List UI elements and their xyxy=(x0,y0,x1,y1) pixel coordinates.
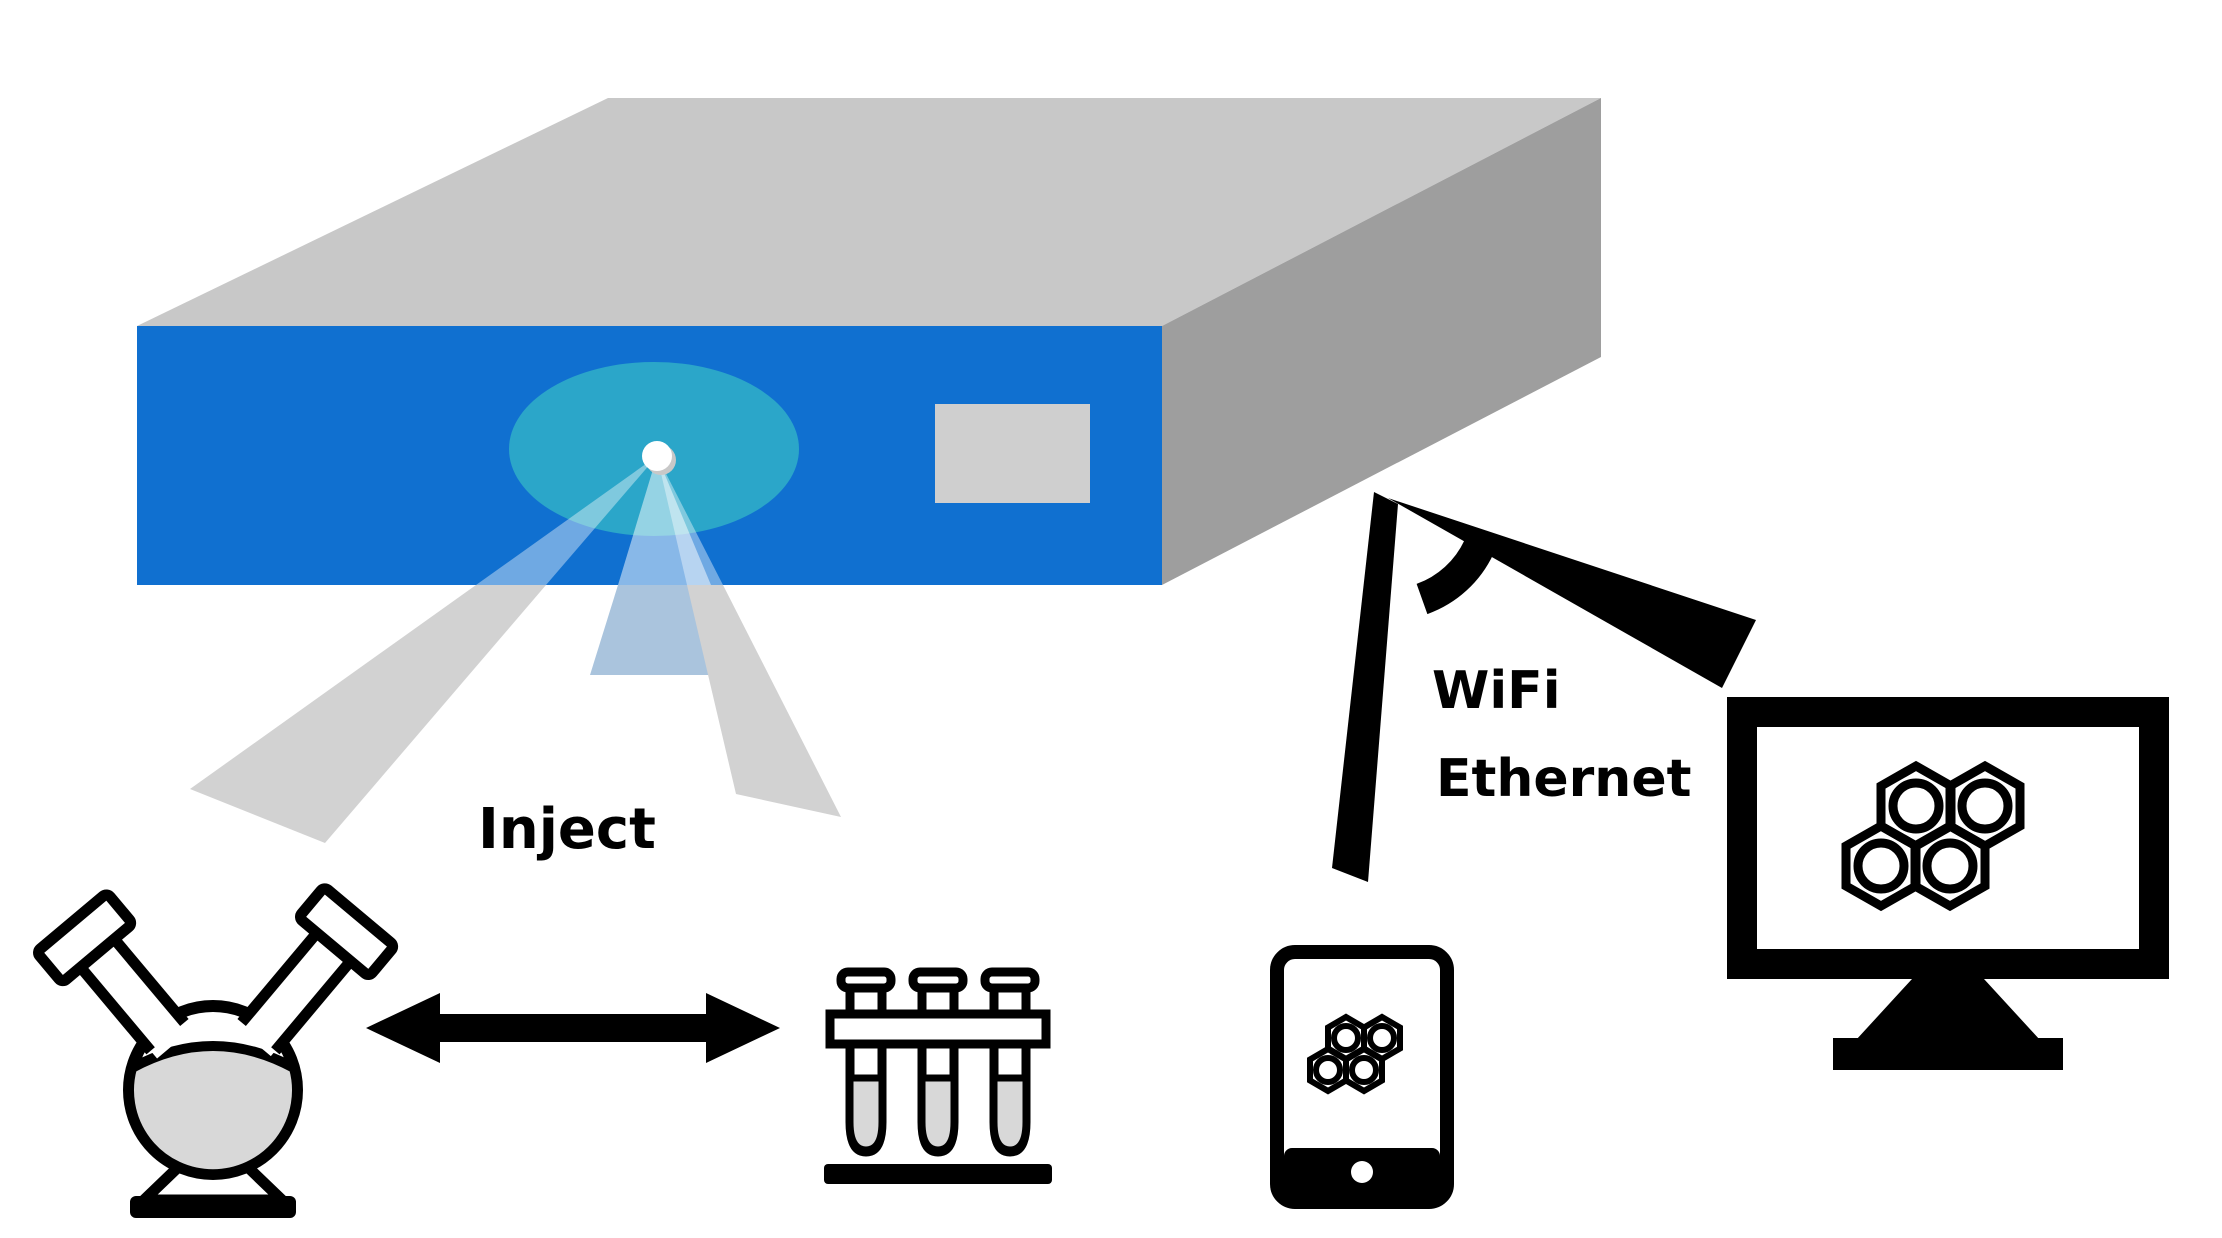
tube-rim xyxy=(836,967,896,993)
rack-bar xyxy=(825,1009,1051,1049)
neck-edge xyxy=(71,957,155,1055)
monitor-frame xyxy=(1727,697,2169,979)
aperture-dot xyxy=(642,441,672,471)
hexagon-ring xyxy=(1853,838,1909,894)
tube-rim xyxy=(908,967,968,993)
hexagon-ring xyxy=(1349,1055,1379,1085)
hexagon-ring xyxy=(1331,1023,1361,1053)
wifi-connection: WiFi xyxy=(1332,492,1561,882)
hexagon-ring xyxy=(1888,778,1944,834)
neck-edge xyxy=(271,951,360,1055)
tube-liquid xyxy=(990,1074,1030,1154)
sample-beam-right xyxy=(687,585,841,817)
hexagon-ring xyxy=(1313,1055,1343,1085)
neck-cap xyxy=(295,883,399,981)
tube-liquid xyxy=(918,1074,958,1154)
device-display xyxy=(935,404,1090,503)
smartphone-icon xyxy=(1270,945,1454,1209)
neck-tube xyxy=(237,928,355,1057)
rack-base xyxy=(824,1164,1052,1184)
device-top-face xyxy=(137,98,1601,326)
neck-cap xyxy=(33,889,137,987)
signal-arc-icon xyxy=(1416,539,1494,615)
neck-edge xyxy=(104,929,189,1027)
molecule-hexagons-icon xyxy=(1307,1013,1403,1095)
flask-neck-left xyxy=(33,889,191,1059)
monitor-stand-neck xyxy=(1856,979,2040,1040)
hexagon-ring xyxy=(1957,778,2013,834)
neck-tube xyxy=(76,934,191,1059)
ethernet-connection: Ethernet xyxy=(1388,498,1756,809)
home-button xyxy=(1351,1161,1373,1183)
analyzer-device xyxy=(137,98,1601,843)
monitor-stand-base xyxy=(1833,1038,2063,1070)
tube-liquid xyxy=(846,1074,886,1154)
sample-beam-left xyxy=(190,585,546,843)
monitor-icon xyxy=(1727,697,2169,1070)
molecule-hexagons-icon xyxy=(1841,760,2025,912)
flask-liquid xyxy=(124,1041,302,1180)
wifi-label: WiFi xyxy=(1432,661,1561,721)
double-arrow-icon xyxy=(366,993,780,1063)
beam-right-onface xyxy=(657,456,723,585)
hexagon xyxy=(1910,820,1990,912)
neck-edge xyxy=(237,923,327,1027)
flask-icon xyxy=(33,883,399,1218)
hexagon xyxy=(1343,1045,1385,1095)
test-tube-rack-icon xyxy=(824,967,1052,1184)
phone-body xyxy=(1270,945,1454,1209)
inject-label: Inject xyxy=(478,797,656,862)
beam-left-onface xyxy=(476,456,657,585)
hexagon-ring xyxy=(1922,838,1978,894)
device-side-face xyxy=(1162,98,1601,585)
ethernet-label: Ethernet xyxy=(1436,749,1691,809)
wifi-beam xyxy=(1332,492,1398,882)
tube-rim xyxy=(980,967,1040,993)
ethernet-beam xyxy=(1388,498,1756,688)
beam-center-onface xyxy=(618,456,711,585)
flask-neck-right xyxy=(237,883,399,1057)
flask-base-bar xyxy=(130,1196,296,1218)
hexagon-ring xyxy=(1367,1023,1397,1053)
